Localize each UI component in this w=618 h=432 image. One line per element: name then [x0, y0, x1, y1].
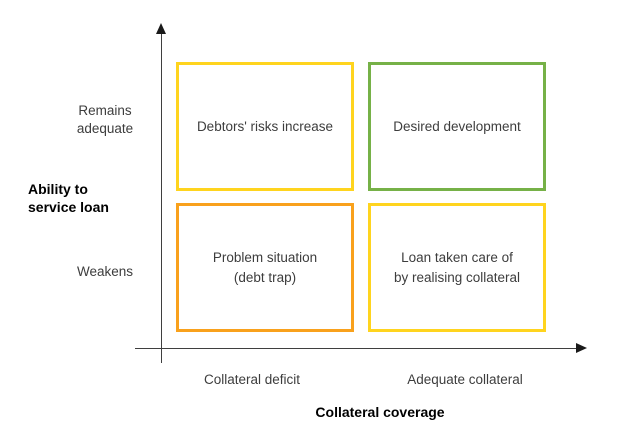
y-axis-tick-remains-adequate: Remains adequate: [76, 103, 134, 137]
quadrant-loan-realising-collateral: Loan taken care of by realising collater…: [368, 203, 546, 332]
x-axis-tick-collateral-deficit: Collateral deficit: [203, 372, 301, 387]
y-axis-tick-weakens: Weakens: [76, 264, 134, 279]
y-axis-title: Ability to service loan: [28, 181, 109, 216]
quadrant-label: Loan taken care of by realising collater…: [393, 250, 521, 285]
quadrant-desired-development: Desired development: [368, 62, 546, 191]
y-axis-line: [161, 30, 162, 363]
x-axis-line: [135, 348, 582, 349]
quadrant-label: Problem situation (debt trap): [212, 250, 318, 285]
arrow-up-icon: [156, 23, 166, 34]
arrow-right-icon: [576, 343, 587, 353]
x-axis-title: Collateral coverage: [315, 404, 445, 420]
quadrant-debtors-risks-increase: Debtors' risks increase: [176, 62, 354, 191]
quadrant-label: Desired development: [393, 118, 521, 134]
quadrant-label: Debtors' risks increase: [196, 118, 334, 134]
quadrant-problem-situation: Problem situation (debt trap): [176, 203, 354, 332]
x-axis-tick-adequate-collateral: Adequate collateral: [407, 372, 523, 387]
